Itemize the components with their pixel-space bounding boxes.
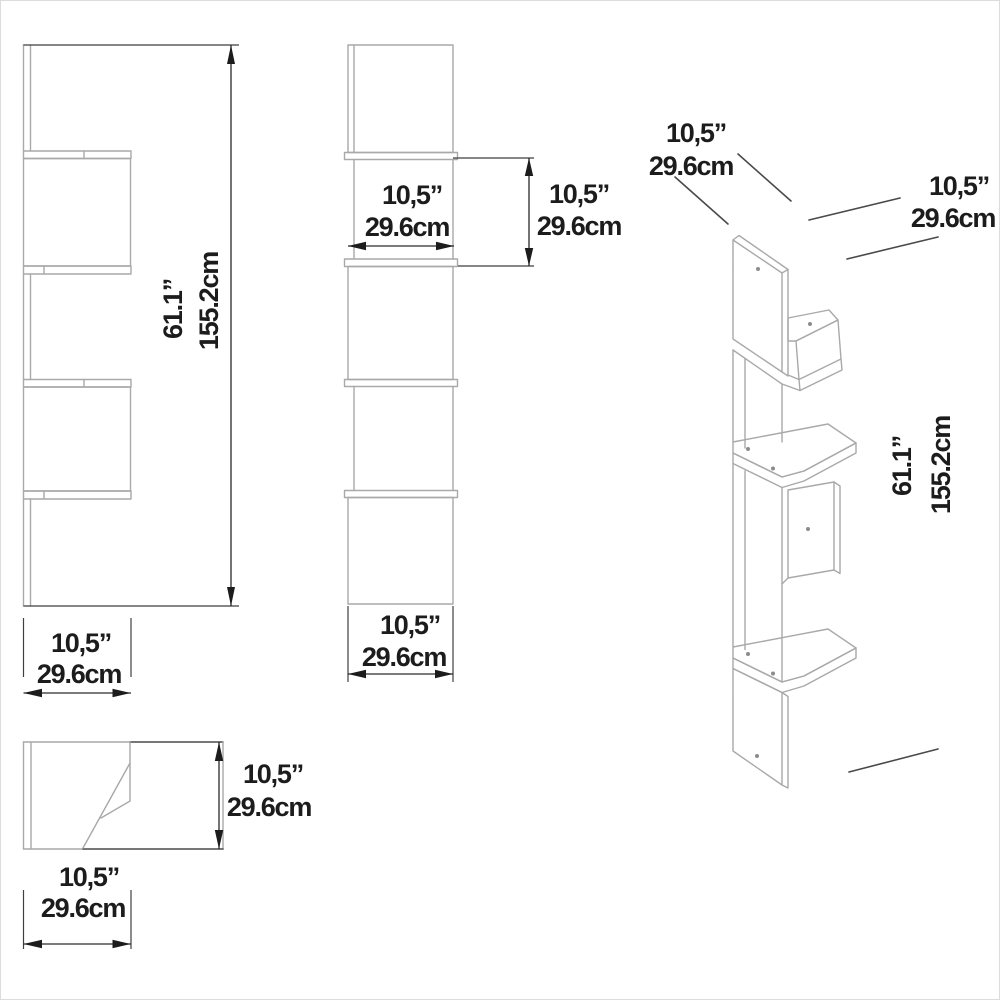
side-base-width-cm-label: 29.6cm [362,642,447,672]
perspective-right-depth-cm-label: 29.6cm [911,203,996,233]
perspective-left-width-cm-label: 29.6cm [649,151,734,181]
side-shelf-height-cm-label: 29.6cm [537,211,622,241]
top-view: 10,5” 29.6cm 10,5” 29.6cm [22,741,313,949]
top-width-inches-label: 10,5” [59,862,119,892]
top-width-cm-label: 29.6cm [41,893,126,923]
front-width-cm-label: 29.6cm [37,659,122,689]
perspective-height-inches-label: 61.1” [887,436,917,496]
side-shelf-height-inches-label: 10,5” [549,179,609,209]
side-view-geometry [343,44,459,605]
side-shelf-width-inches-label: 10,5” [382,180,442,210]
front-view-dimensions: 61.1” 155.2cm 10,5” 29.6cm [22,44,239,698]
side-base-width-inches-label: 10,5” [380,610,440,640]
front-view-geometry [22,44,132,607]
perspective-view-dimensions: 10,5” 29.6cm 10,5” 29.6cm 61.1” 155.2cm [649,118,997,773]
front-height-cm-label: 155.2cm [194,252,224,350]
perspective-right-depth-inches-label: 10,5” [929,171,989,201]
top-view-geometry [22,741,224,850]
perspective-view-geometry [732,234,857,789]
front-width-inches-label: 10,5” [51,628,111,658]
top-depth-cm-label: 29.6cm [227,792,312,822]
perspective-left-width-inches-label: 10,5” [666,118,726,148]
front-view: 61.1” 155.2cm 10,5” 29.6cm [22,44,239,698]
side-view: 10,5” 29.6cm 10,5” 29.6cm 10,5” 29.6cm [343,44,623,682]
perspective-view: 10,5” 29.6cm 10,5” 29.6cm 61.1” 155.2cm [649,118,997,789]
side-view-dimensions: 10,5” 29.6cm 10,5” 29.6cm 10,5” 29.6cm [347,157,623,682]
front-height-inches-label: 61.1” [158,279,188,339]
top-view-dimensions: 10,5” 29.6cm 10,5” 29.6cm [22,742,313,949]
perspective-height-cm-label: 155.2cm [926,416,956,514]
top-depth-inches-label: 10,5” [243,759,303,789]
side-shelf-width-cm-label: 29.6cm [365,212,450,242]
